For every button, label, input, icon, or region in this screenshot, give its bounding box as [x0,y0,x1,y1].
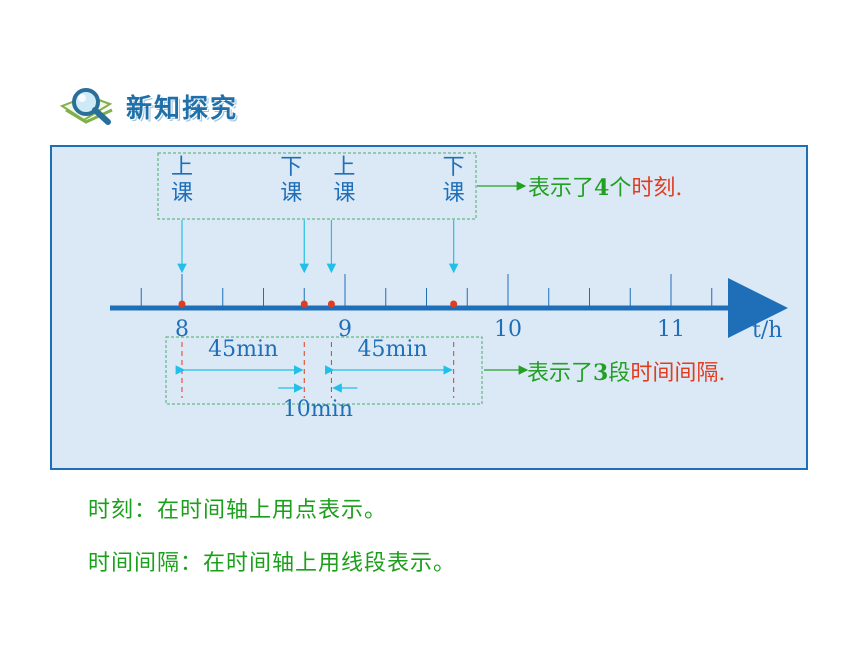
note-moments-prefix: 表示了 [528,176,595,201]
interval-label: 45min [358,337,428,362]
definition-moment: 时刻：在时间轴上用点表示。 [88,498,388,523]
axis-tick-label: 9 [338,317,352,342]
interval-label: 45min [208,337,278,362]
interval-marks: 45min 10min 45min [175,337,453,422]
definition-interval: 时间间隔：在时间轴上用线段表示。 [88,551,457,576]
section-title: 新知探究 [126,94,239,124]
magnifier-icon [59,88,113,125]
axis-labels: 8 9 10 11 [175,317,685,342]
note-moments-end: . [675,176,683,201]
note-moments-unit: 个 [609,176,632,201]
header [58,82,122,132]
moment-dot [450,300,458,308]
moment-dot [327,300,335,308]
note-intervals-count: 3 [593,360,609,386]
intervals-box [165,336,483,405]
note-moments-emph: 时刻 [631,176,676,201]
event-label-char: 上 [171,155,193,180]
note-moments: 表示了4个时刻. [528,170,682,202]
interval-label: 10min [283,397,353,422]
event-label-char: 下 [443,155,465,180]
note-intervals-prefix: 表示了 [527,361,594,386]
axis-ticks [140,274,713,308]
event-label-char: 课 [171,181,193,206]
axis-tick-label: 10 [494,317,522,342]
event-label-char: 课 [443,181,465,206]
event-label-char: 课 [333,181,355,206]
axis-unit-label: t/h [752,318,782,343]
note-intervals-emph: 时间间隔 [630,361,719,386]
moment-dot [178,300,186,308]
note-intervals-unit: 段 [608,361,631,386]
moment-dot [300,300,308,308]
event-label-char: 课 [280,181,302,206]
note-moments-count: 4 [594,175,610,201]
note-intervals-end: . [718,361,726,386]
event-label-char: 上 [333,155,355,180]
events-box [157,152,477,220]
note-intervals: 表示了3段时间间隔. [527,355,725,387]
axis-tick-label: 11 [657,317,685,342]
event-label-char: 下 [280,155,302,180]
axis-tick-label: 8 [175,317,189,342]
